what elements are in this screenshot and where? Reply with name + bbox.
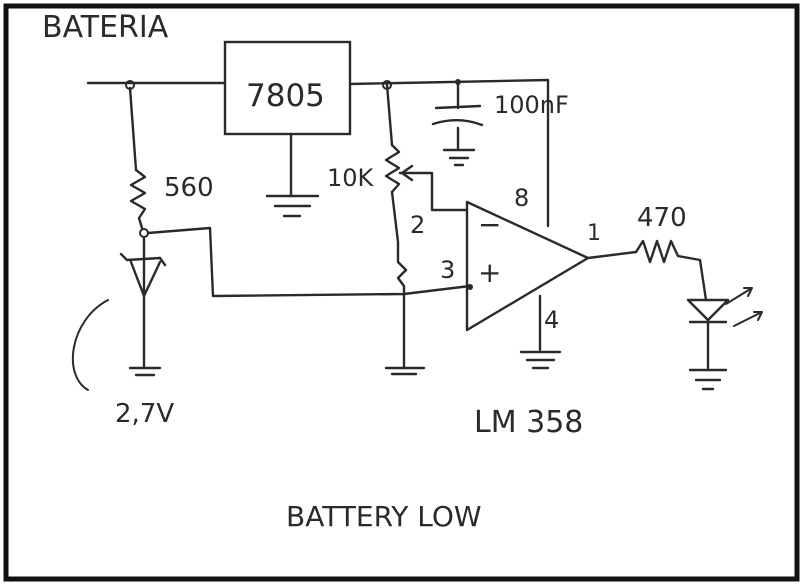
regulator-ground-symbol	[265, 194, 320, 218]
pin2-label: 2	[410, 211, 425, 239]
pin8-label: 8	[514, 184, 529, 212]
zener-callout	[71, 299, 109, 391]
capacitor-label: 100nF	[494, 91, 569, 119]
pot-label: 10K	[327, 164, 375, 192]
opamp-triangle	[465, 200, 590, 332]
regulator-label: 7805	[246, 78, 325, 114]
pin4-ground-symbol	[519, 350, 562, 370]
regulator-7805-box	[223, 40, 352, 136]
r560-top-wire	[128, 86, 138, 172]
pot-top-wire	[385, 83, 394, 147]
pot-ground-symbol	[384, 366, 426, 376]
opamp-label: LM 358	[474, 405, 583, 440]
pin3-junction	[467, 284, 473, 290]
led-light-arrows	[725, 287, 763, 327]
r560-resistor	[129, 168, 147, 230]
r470-label: 470	[637, 203, 687, 233]
led-symbol	[686, 298, 730, 370]
output-wire	[586, 250, 638, 260]
zener-label: 2,7V	[115, 399, 174, 429]
pot-wiper	[398, 171, 469, 212]
pin4-label: 4	[544, 306, 559, 334]
pin1-label: 1	[587, 221, 601, 246]
reference-wire	[146, 226, 472, 298]
zener-ground-symbol	[128, 366, 162, 377]
led-ground-symbol	[688, 368, 728, 391]
pot-bottom-wire	[390, 190, 408, 370]
r470-resistor	[634, 239, 708, 302]
capacitor-plates	[431, 104, 484, 127]
zener-symbol	[119, 235, 167, 370]
pot-resistor	[384, 143, 401, 194]
page-border	[3, 3, 800, 582]
caption: BATTERY LOW	[286, 500, 482, 533]
opamp-plus: +	[478, 256, 501, 289]
capacitor-ground	[442, 148, 476, 167]
output-rail-wire	[348, 78, 550, 228]
battery-label: BATERIA	[42, 10, 169, 45]
pin3-label: 3	[440, 256, 455, 284]
opamp-minus: −	[478, 208, 501, 241]
r560-label: 560	[164, 173, 214, 203]
pot-wiper-arrow	[400, 164, 414, 182]
